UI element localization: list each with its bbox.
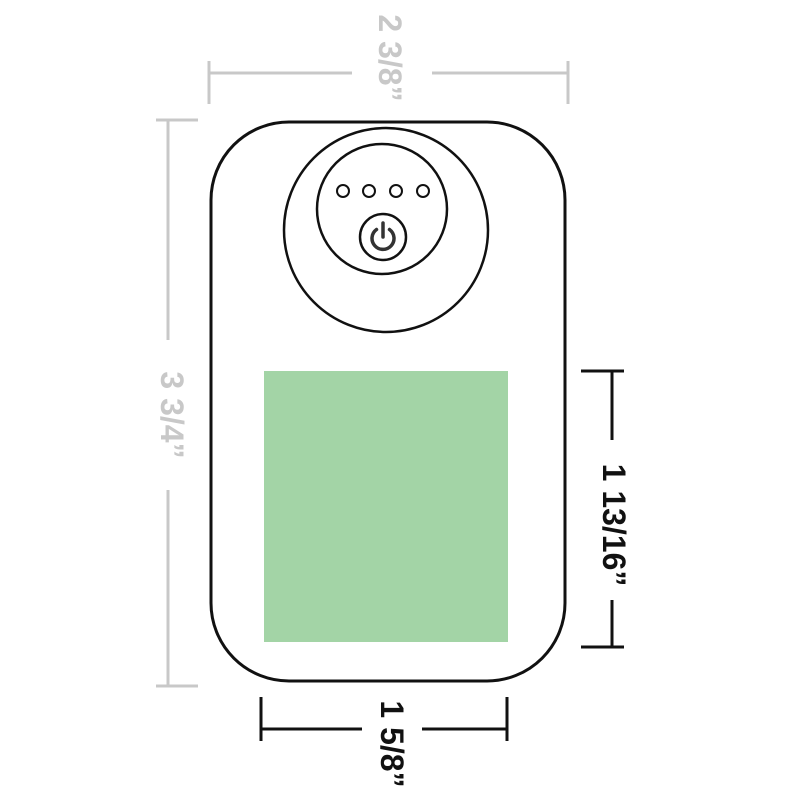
indicator-light-1 <box>336 184 350 198</box>
dimension-label-device-height: 3 3/4” <box>154 371 190 458</box>
device <box>209 120 567 683</box>
indicator-lights <box>336 184 430 198</box>
dimension-print-area-width: 1 5/8” <box>259 697 509 788</box>
dimension-print-area-height: 1 13/16” <box>581 369 632 649</box>
dimension-device-height: 3 3/4” <box>154 118 198 688</box>
print-area <box>264 371 508 642</box>
dimension-label-device-width: 2 3/8” <box>372 14 408 101</box>
dimension-label-print-area-height: 1 13/16” <box>596 464 632 587</box>
indicator-light-4 <box>416 184 430 198</box>
inner-ring <box>315 142 449 276</box>
dimension-device-width: 2 3/8” <box>207 14 570 104</box>
power-button <box>358 212 408 262</box>
control-dial <box>282 126 490 334</box>
indicator-light-3 <box>389 184 403 198</box>
dimension-label-print-area-width: 1 5/8” <box>374 700 410 787</box>
indicator-light-2 <box>362 184 376 198</box>
power-icon <box>370 221 396 252</box>
